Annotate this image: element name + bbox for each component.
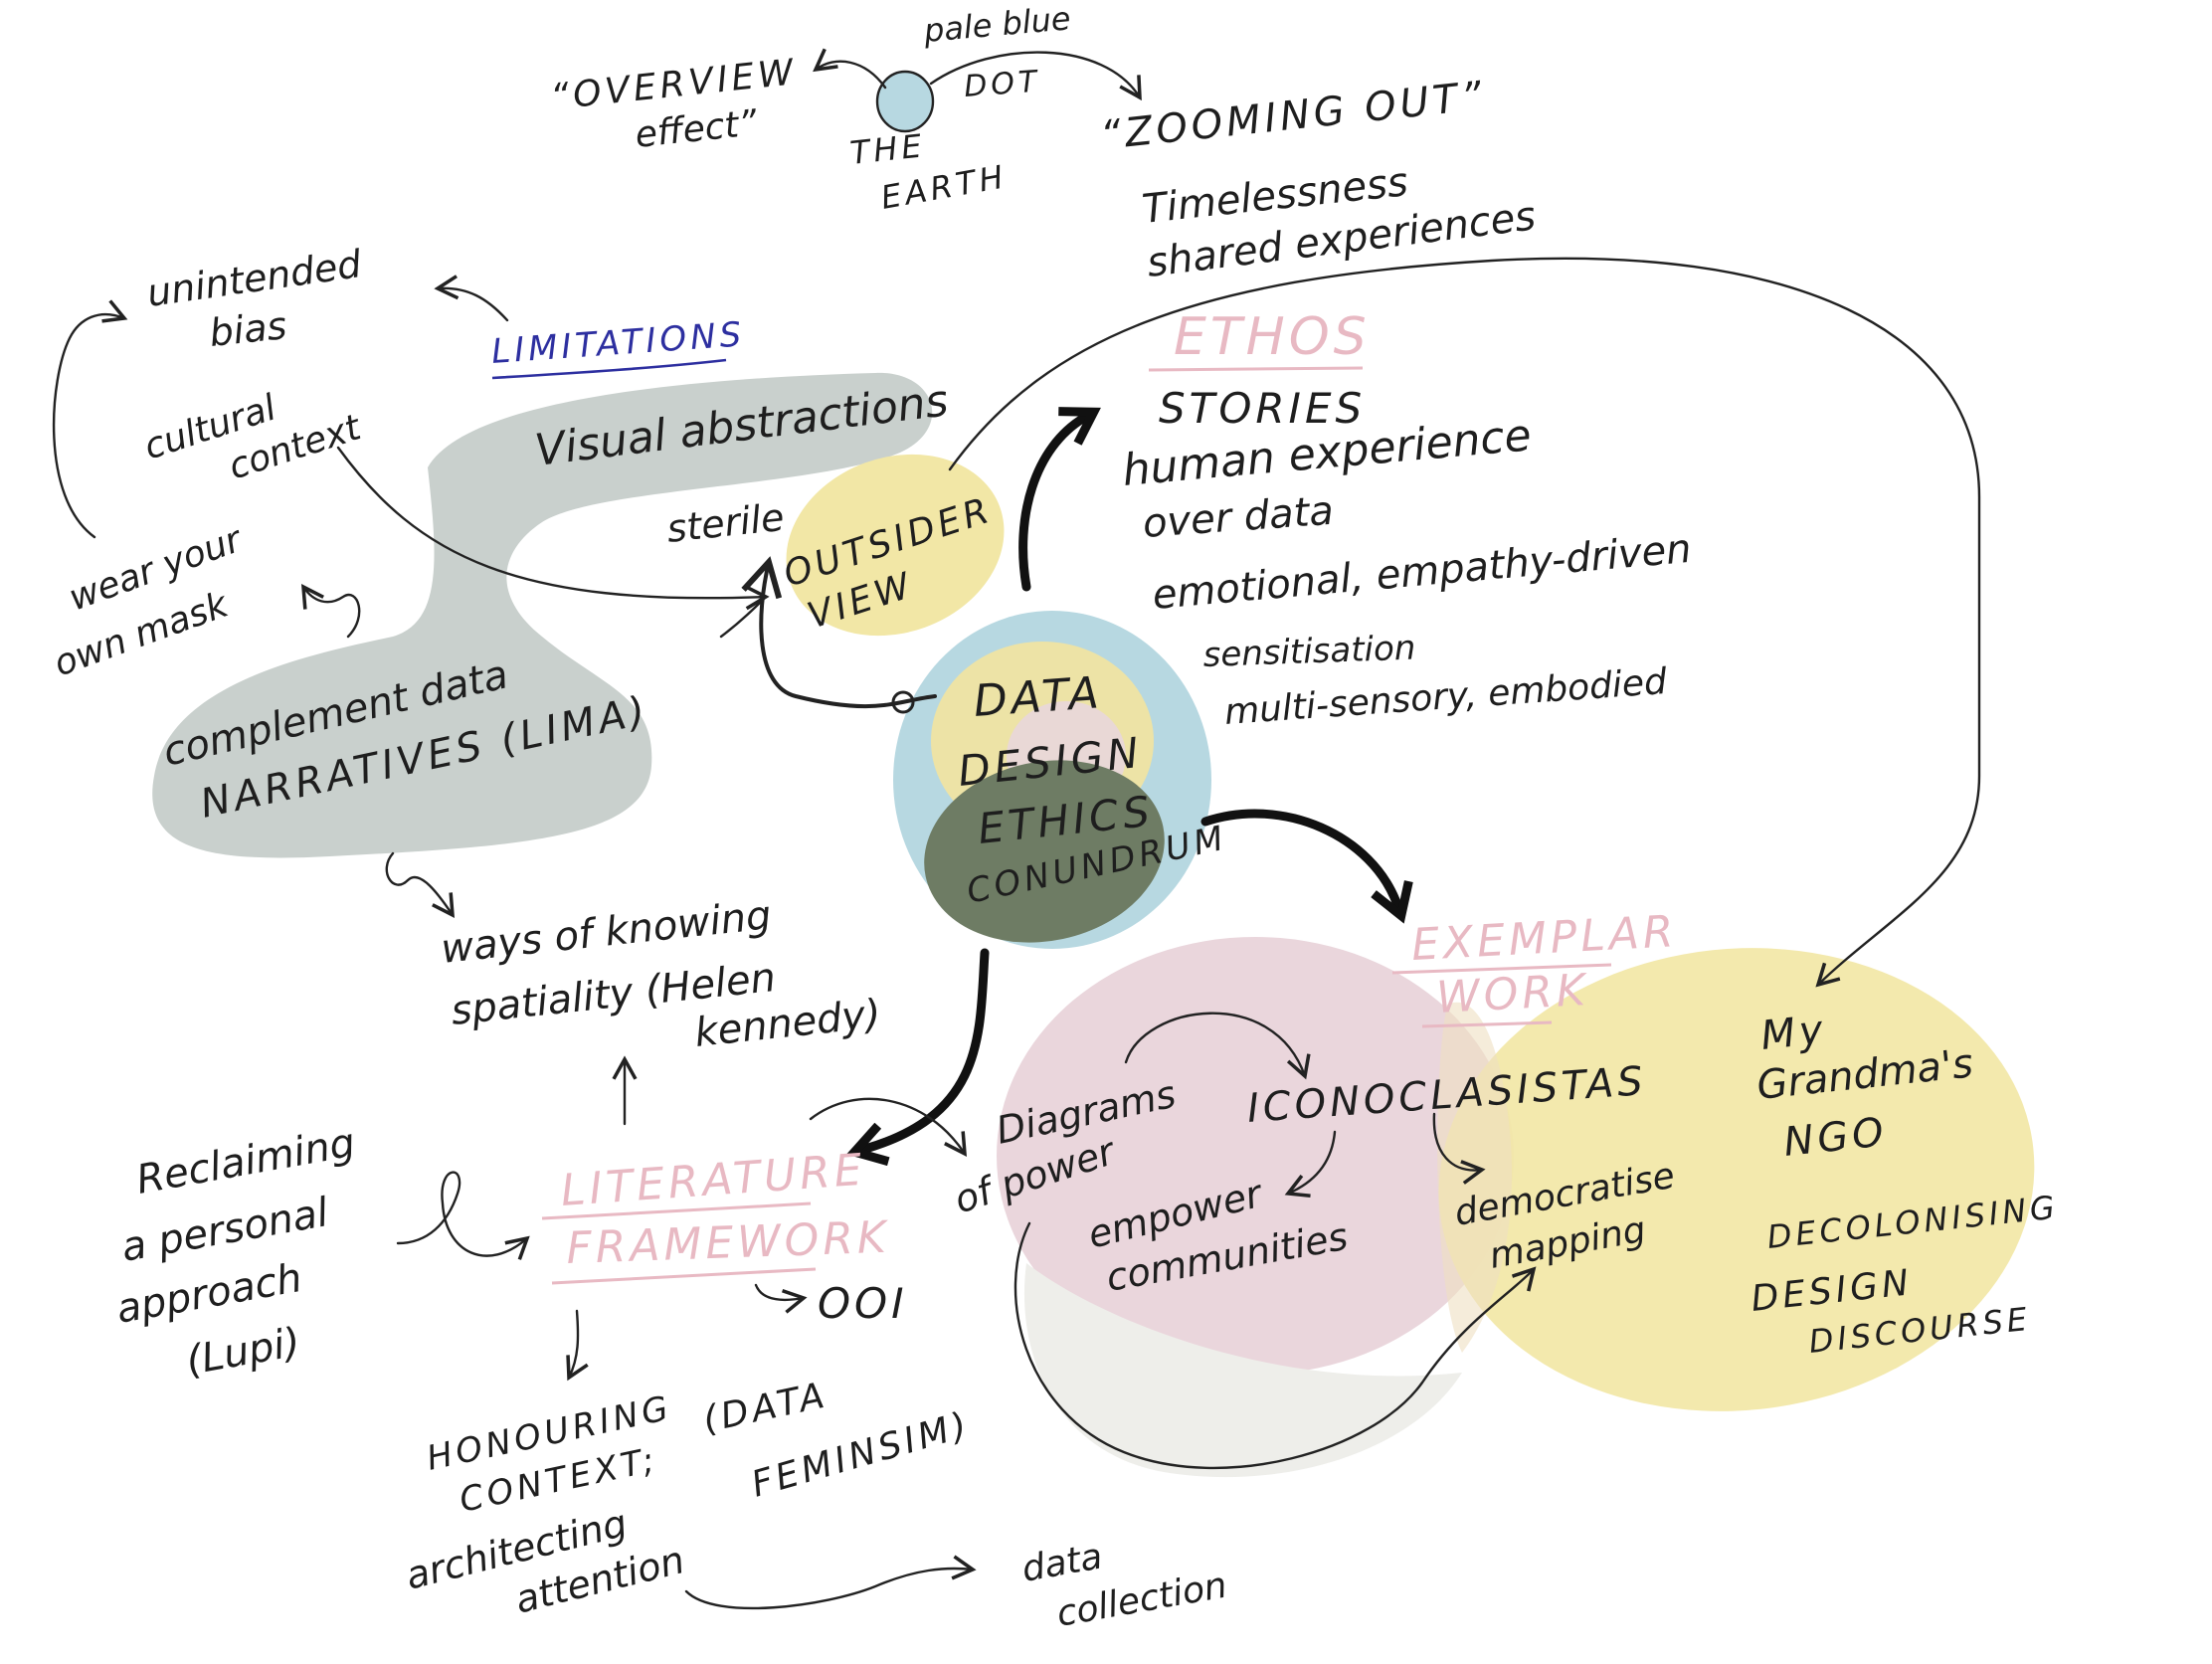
exemplar-header-1: EXEMPLAR <box>1410 906 1679 971</box>
arrow-literature-to-honouring <box>566 1309 589 1382</box>
arrow-attention-to-collection <box>684 1555 977 1610</box>
arrow-literature-to-diagrams <box>809 1097 968 1158</box>
exemplar-yellow-circle <box>1438 948 2035 1411</box>
arrow-diagrams-to-iconoclasistas <box>1124 1012 1311 1080</box>
outsider-view-bubble <box>786 454 1005 637</box>
ethos-underline <box>1148 366 1364 372</box>
reclaiming-line-2: a personal <box>118 1190 332 1271</box>
arrow-center-to-exemplar <box>1200 809 1413 924</box>
arrow-earth-to-zooming <box>929 51 1142 101</box>
exemplar-underline-2 <box>1421 1020 1553 1028</box>
exemplar-pink-circle <box>997 937 1514 1375</box>
arrow-iconoclasistas-to-democratise <box>1432 1112 1486 1185</box>
arrow-center-to-literature <box>846 948 990 1167</box>
arrow-cultural-to-outsider <box>336 446 770 611</box>
ethos-human-2: over data <box>1141 488 1335 547</box>
reclaiming-line-1: Reclaiming <box>133 1120 359 1203</box>
arrow-outsider-to-grandma <box>948 257 1981 988</box>
limitations-header: LIMITATIONS <box>490 314 747 372</box>
center-green-ellipse <box>924 760 1165 943</box>
the-label: THE <box>848 126 927 172</box>
literature-underline-2 <box>551 1267 817 1285</box>
collection-line-1: data <box>1018 1536 1105 1589</box>
arrow-complement-to-knowing <box>385 851 456 919</box>
zooming-out-label: “ZOOMING OUT” <box>1098 74 1488 159</box>
ooi-label: OOI <box>818 1279 908 1328</box>
literature-header-2: FRAMEWORK <box>566 1212 891 1274</box>
exemplar-header-2: WORK <box>1435 965 1590 1023</box>
unintended-label-2: bias <box>207 303 288 355</box>
literature-header-1: LITERATURE <box>559 1145 867 1216</box>
unintended-label-1: unintended <box>144 242 365 315</box>
arrow-iconoclasistas-to-empower <box>1284 1130 1337 1199</box>
arrow-bias-loop <box>52 299 128 539</box>
arrow-earth-to-overview <box>813 48 887 90</box>
ethos-header: ETHOS <box>1174 307 1371 367</box>
literature-underline-1 <box>541 1202 812 1220</box>
loop-knot <box>891 690 915 714</box>
center-data-label: DATA <box>972 667 1104 727</box>
arrow-reclaiming-to-literature <box>396 1171 530 1260</box>
ethos-sensitisation: sensitisation <box>1202 629 1416 675</box>
overview-label-1: “OVERVIEW <box>549 52 800 118</box>
arrow-center-to-ethos <box>1018 407 1101 592</box>
pale-blue-label: pale blue <box>921 0 1072 50</box>
limitations-underline <box>491 358 727 380</box>
reclaiming-line-4: (Lupi) <box>183 1320 304 1385</box>
limitations-blob <box>152 372 933 858</box>
overview-label-2: effect” <box>634 102 760 156</box>
grandma-line-1: My <box>1758 1007 1829 1059</box>
arrow-center-to-outsider <box>741 556 937 709</box>
arrow-literature-to-ooi <box>754 1283 808 1314</box>
arrow-to-unintended <box>434 275 509 322</box>
arrow-diagrams-loop-to-mapping <box>1014 1221 1537 1470</box>
exemplar-grey-area <box>1023 1263 1462 1478</box>
grandma-line-3: NGO <box>1781 1109 1890 1166</box>
arrow-sterile-pointer <box>719 595 768 639</box>
feminism-line-1: (DATA <box>699 1375 831 1441</box>
exemplar-underline-1 <box>1391 963 1612 975</box>
sterile-label: sterile <box>664 495 786 551</box>
ethos-stories: STORIES <box>1159 384 1366 433</box>
dot-label: DOT <box>963 65 1041 104</box>
arrow-mask-curl <box>300 583 361 639</box>
earth-dot <box>875 70 935 133</box>
